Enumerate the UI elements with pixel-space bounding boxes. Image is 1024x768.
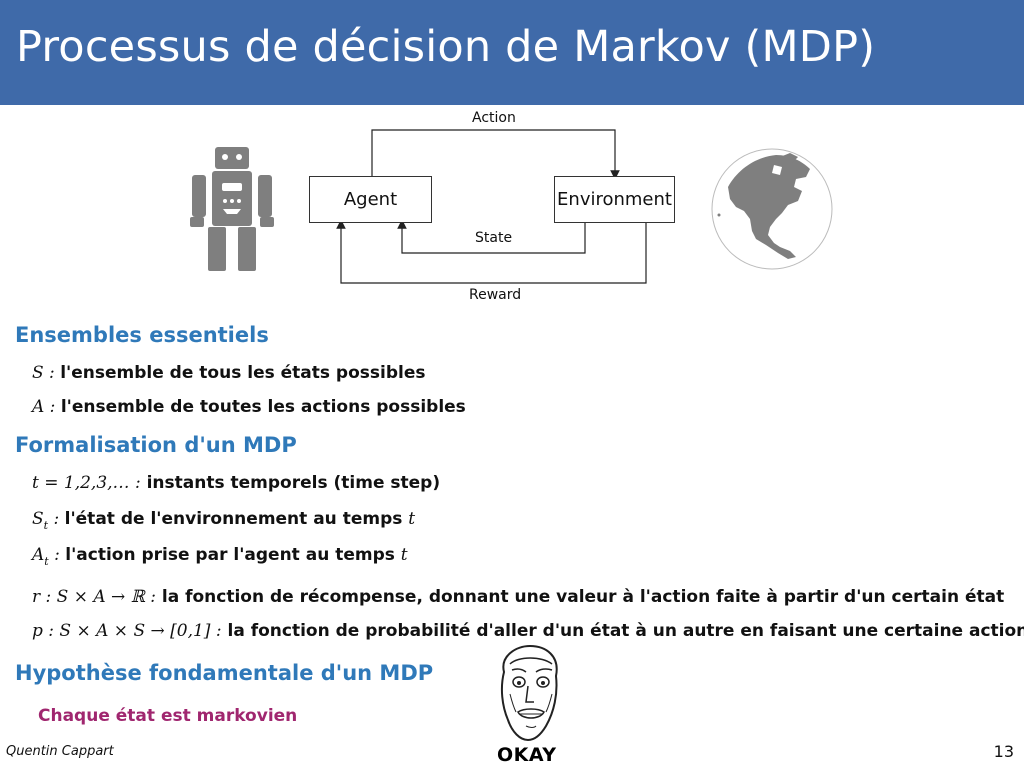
globe-icon: [711, 148, 833, 270]
robot-icon: [190, 147, 274, 271]
action-t-item: At : l'action prise par l'agent au temps…: [32, 545, 408, 568]
set-a-text: l'ensemble de toutes les actions possibl…: [60, 397, 466, 417]
state-t-tail: t: [408, 509, 416, 529]
state-t-var: S: [32, 509, 44, 529]
action-t-text: l'action prise par l'agent au temps: [65, 545, 401, 565]
reward-arrow: [336, 219, 647, 284]
reward-function-item: r : S × A → ℝ : la fonction de récompens…: [32, 587, 1004, 607]
time-step-math: t = 1,2,3,… :: [32, 473, 141, 493]
action-t-var: A: [32, 545, 45, 565]
set-s-symbol: S: [32, 363, 44, 383]
environment-box: Environment: [554, 176, 675, 223]
reward-function-math: r : S × A → ℝ :: [32, 587, 156, 607]
time-step-text: instants temporels (time step): [140, 473, 441, 493]
slide-title: Processus de décision de Markov (MDP): [16, 22, 876, 72]
state-arrow: [397, 219, 586, 254]
state-label: State: [475, 230, 513, 246]
environment-label: Environment: [557, 189, 672, 210]
page-number: 13: [993, 742, 1014, 761]
heading-ensembles: Ensembles essentiels: [15, 323, 269, 347]
footer-author: Quentin Cappart: [6, 744, 114, 759]
mdp-diagram: Action Agent Environment State Reward: [0, 105, 1024, 320]
diagram-arrows: [336, 129, 647, 284]
set-a-sep: :: [44, 397, 61, 417]
action-label: Action: [472, 110, 516, 126]
title-bar: Processus de décision de Markov (MDP): [0, 0, 1024, 105]
set-a-symbol: A: [32, 397, 45, 417]
action-arrow: [371, 129, 620, 180]
set-s-text: l'ensemble de tous les états possibles: [60, 363, 426, 383]
okay-caption: OKAY: [497, 744, 557, 766]
time-step-item: t = 1,2,3,… : instants temporels (time s…: [32, 473, 440, 493]
probability-function-item: p : S × A × S → [0,1] : la fonction de p…: [32, 621, 1024, 641]
reward-function-text: la fonction de récompense, donnant une v…: [155, 587, 1005, 607]
heading-hypothese: Hypothèse fondamentale d'un MDP: [15, 661, 434, 685]
state-t-item: St : l'état de l'environnement au temps …: [32, 509, 415, 532]
reward-label: Reward: [469, 287, 522, 303]
agent-box: Agent: [309, 176, 432, 223]
action-t-sub: t: [44, 555, 49, 568]
set-s-sep: :: [43, 363, 61, 383]
agent-label: Agent: [343, 189, 398, 210]
markov-statement: Chaque état est markovien: [38, 706, 298, 726]
probability-function-text: la fonction de probabilité d'aller d'un …: [221, 621, 1024, 641]
action-t-sep: :: [48, 545, 66, 565]
probability-function-math: p : S × A × S → [0,1] :: [32, 621, 222, 641]
set-s-item: S : l'ensemble de tous les états possibl…: [32, 363, 425, 383]
state-t-sep: :: [48, 509, 65, 529]
state-t-text: l'état de l'environnement au temps: [64, 509, 409, 529]
state-t-sub: t: [43, 519, 49, 532]
okay-face-icon: [500, 644, 558, 742]
set-a-item: A : l'ensemble de toutes les actions pos…: [32, 397, 466, 417]
action-t-tail: t: [400, 545, 408, 565]
heading-formalisation: Formalisation d'un MDP: [15, 433, 297, 457]
